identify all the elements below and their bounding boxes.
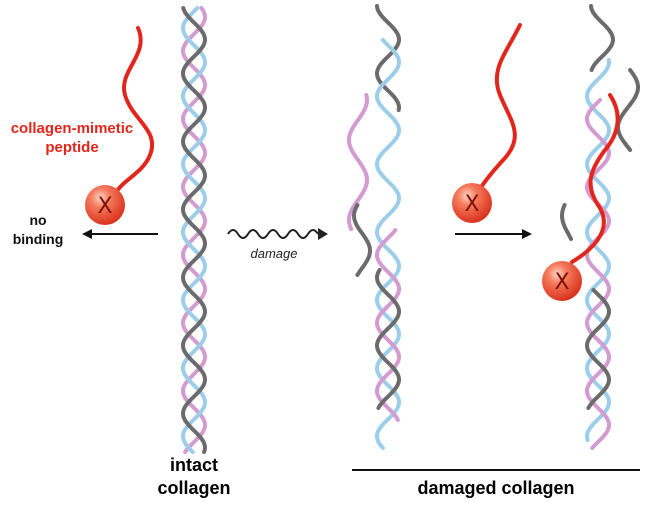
damaged-label: damaged collagen: [417, 478, 574, 498]
intact-collagen-pink-strand: [181, 6, 207, 454]
damaged2-gray-top: [589, 4, 616, 72]
intact-label-line2: collagen: [157, 478, 230, 498]
no-binding-label-line1: no: [29, 212, 46, 228]
damaged1-pink-lower: [375, 228, 401, 422]
free-peptide-strand: [111, 26, 154, 200]
peptide-label-line1: collagen-mimetic: [11, 120, 134, 137]
free-peptide-strand-2: [476, 23, 522, 194]
damaged1-gray-frayed: [351, 203, 373, 277]
probe-x-bound: X: [554, 270, 569, 295]
probe-x-left: X: [97, 194, 112, 219]
damaged2-pink-strand: [585, 98, 611, 450]
probe-ball-bound: [542, 261, 582, 301]
damaged1-gray-lower: [374, 268, 402, 410]
damaged1-pink-frayed: [347, 93, 369, 231]
intact-collagen-gray-strand: [180, 6, 208, 454]
intact-label-line1: intact: [170, 455, 218, 475]
bound-peptide-strand: [570, 93, 620, 264]
no-binding-label-line2: binding: [13, 231, 64, 247]
damage-wavy-arrow: [227, 229, 319, 239]
helix-strands: [180, 4, 640, 454]
probe-ball-mid: [452, 183, 492, 223]
probe-ball-left: [85, 185, 125, 225]
peptide-label-line2: peptide: [45, 139, 98, 156]
damaged2-gray-frayed: [616, 68, 640, 152]
damaged2-gray-stub: [560, 203, 573, 241]
intact-collagen-blue-strand: [180, 6, 208, 454]
damage-arrowhead: [318, 228, 328, 240]
probe-x-mid: X: [464, 192, 479, 217]
damage-label: damage: [251, 246, 298, 261]
damaged1-gray-top: [374, 4, 402, 112]
damaged2-blue-strand: [584, 58, 612, 442]
damaged2-gray-lower: [584, 288, 612, 410]
